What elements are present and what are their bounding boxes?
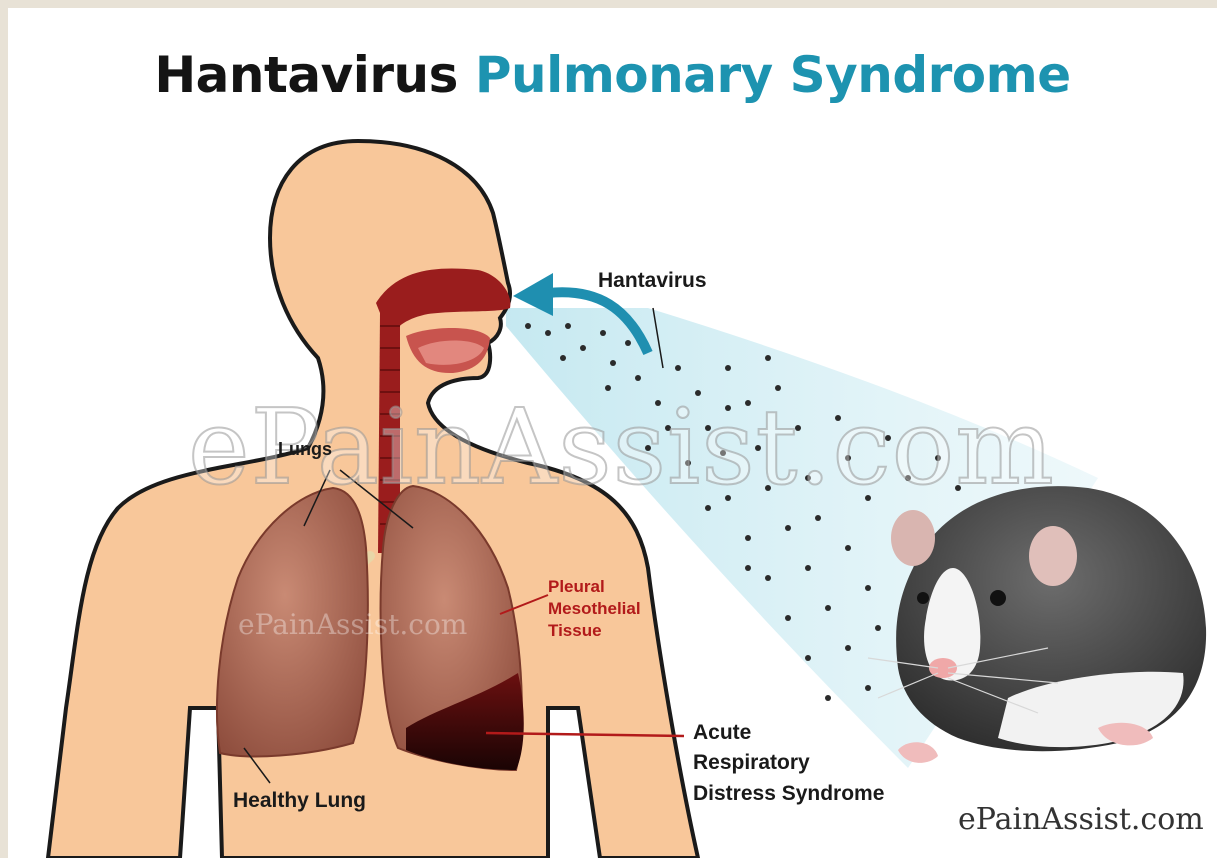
- title-part-2: Pulmonary Syndrome: [475, 46, 1071, 104]
- rat-ear-right: [1029, 526, 1077, 586]
- rat-eye-left: [917, 592, 929, 604]
- label-healthy-lung: Healthy Lung: [233, 786, 366, 816]
- rat-ear-left: [891, 510, 935, 566]
- watermark-small: ePainAssist.com: [238, 608, 467, 641]
- ards-line-3: Distress Syndrome: [693, 779, 884, 809]
- pleural-line-3: Tissue: [548, 620, 641, 642]
- ards-line-1: Acute: [693, 718, 884, 748]
- pleural-line-2: Mesothelial: [548, 598, 641, 620]
- label-lungs: Lungs: [278, 436, 332, 462]
- page-title: Hantavirus Pulmonary Syndrome: [8, 46, 1217, 104]
- pleural-line-1: Pleural: [548, 576, 641, 598]
- ards-line-2: Respiratory: [693, 748, 884, 778]
- label-pleural-mesothelial-tissue: Pleural Mesothelial Tissue: [548, 576, 641, 642]
- watermark-corner: ePainAssist.com: [958, 802, 1204, 837]
- label-ards: Acute Respiratory Distress Syndrome: [693, 718, 884, 809]
- diagram-frame: Hantavirus Pulmonary Syndrome ePainAssis…: [8, 8, 1217, 858]
- rat-eye: [990, 590, 1006, 606]
- label-hantavirus: Hantavirus: [598, 266, 707, 296]
- title-part-1: Hantavirus: [154, 46, 458, 104]
